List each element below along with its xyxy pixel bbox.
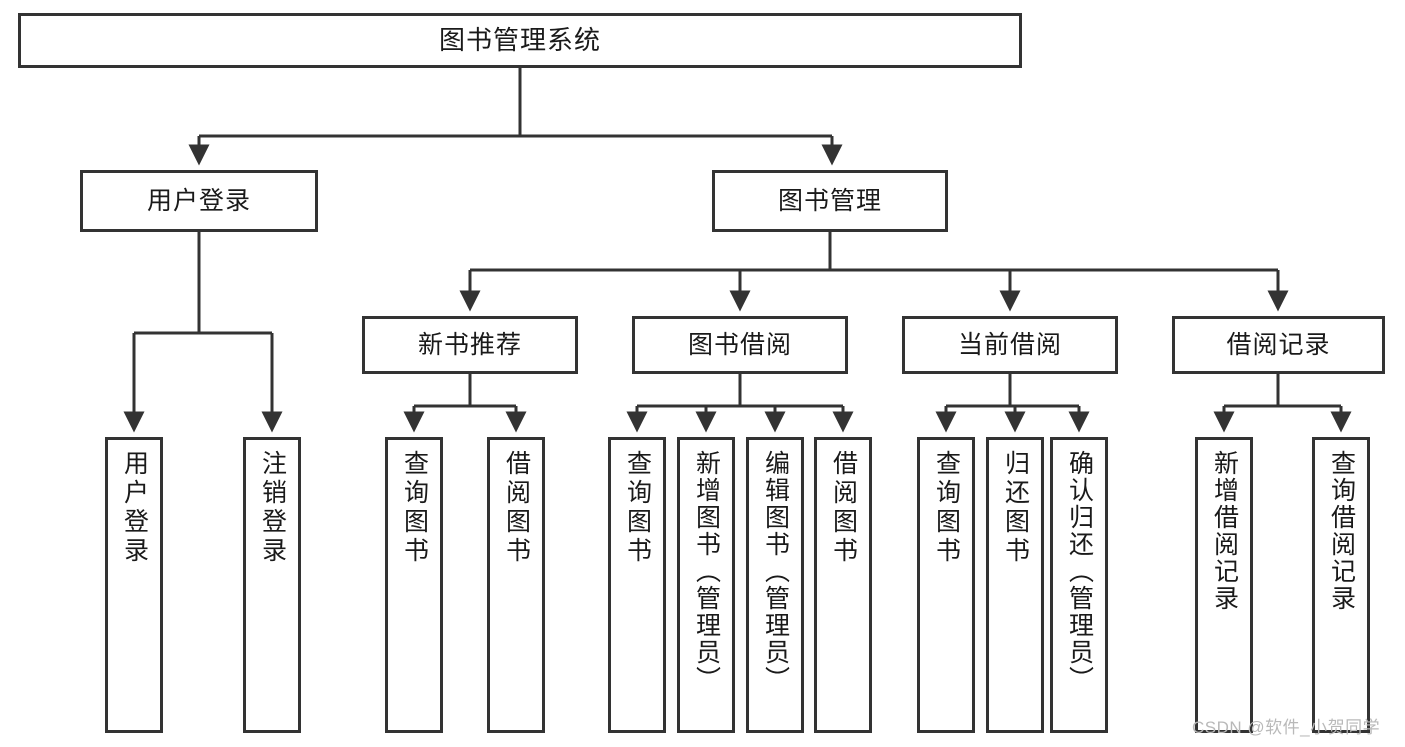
node-label: 归还图书	[1001, 450, 1030, 566]
node-label: 确认归还（管理员）	[1065, 450, 1094, 693]
node-label: 借阅图书	[829, 450, 858, 566]
node-label: 新书推荐	[417, 331, 522, 359]
node-root-system[interactable]: 图书管理系统	[18, 13, 1022, 68]
node-label: 注销登录	[258, 450, 287, 566]
node-label: 新增借阅记录	[1210, 450, 1239, 612]
leaf-query-borrow-record[interactable]: 查询借阅记录	[1312, 437, 1370, 733]
leaf-add-borrow-record[interactable]: 新增借阅记录	[1195, 437, 1253, 733]
node-borrow-record[interactable]: 借阅记录	[1172, 316, 1385, 374]
node-label: 查询借阅记录	[1327, 450, 1356, 612]
node-user-login[interactable]: 用户登录	[80, 170, 318, 232]
node-label: 图书管理系统	[438, 24, 601, 55]
leaf-borrow-book-recommend[interactable]: 借阅图书	[487, 437, 545, 733]
leaf-query-book-recommend[interactable]: 查询图书	[385, 437, 443, 733]
node-label: 查询图书	[623, 450, 652, 566]
node-label: 编辑图书（管理员）	[761, 450, 790, 693]
leaf-logout[interactable]: 注销登录	[243, 437, 301, 733]
node-book-management[interactable]: 图书管理	[712, 170, 948, 232]
leaf-query-book-current[interactable]: 查询图书	[917, 437, 975, 733]
node-label: 借阅图书	[502, 450, 531, 566]
node-label: 图书借阅	[687, 331, 792, 359]
node-new-book-recommend[interactable]: 新书推荐	[362, 316, 578, 374]
node-label: 借阅记录	[1226, 331, 1331, 359]
leaf-user-login[interactable]: 用户登录	[105, 437, 163, 733]
node-label: 新增图书（管理员）	[692, 450, 721, 693]
leaf-add-book-admin[interactable]: 新增图书（管理员）	[677, 437, 735, 733]
node-label: 用户登录	[146, 187, 251, 215]
watermark-text: CSDN @软件_小贺同学	[1192, 718, 1381, 737]
node-label: 图书管理	[777, 187, 882, 215]
leaf-confirm-return-admin[interactable]: 确认归还（管理员）	[1050, 437, 1108, 733]
node-label: 用户登录	[120, 450, 149, 566]
leaf-edit-book-admin[interactable]: 编辑图书（管理员）	[746, 437, 804, 733]
leaf-query-book-borrow[interactable]: 查询图书	[608, 437, 666, 733]
node-current-borrow[interactable]: 当前借阅	[902, 316, 1118, 374]
node-book-borrow[interactable]: 图书借阅	[632, 316, 848, 374]
leaf-borrow-book[interactable]: 借阅图书	[814, 437, 872, 733]
node-label: 查询图书	[932, 450, 961, 566]
leaf-return-book[interactable]: 归还图书	[986, 437, 1044, 733]
node-label: 当前借阅	[957, 331, 1062, 359]
node-label: 查询图书	[400, 450, 429, 566]
